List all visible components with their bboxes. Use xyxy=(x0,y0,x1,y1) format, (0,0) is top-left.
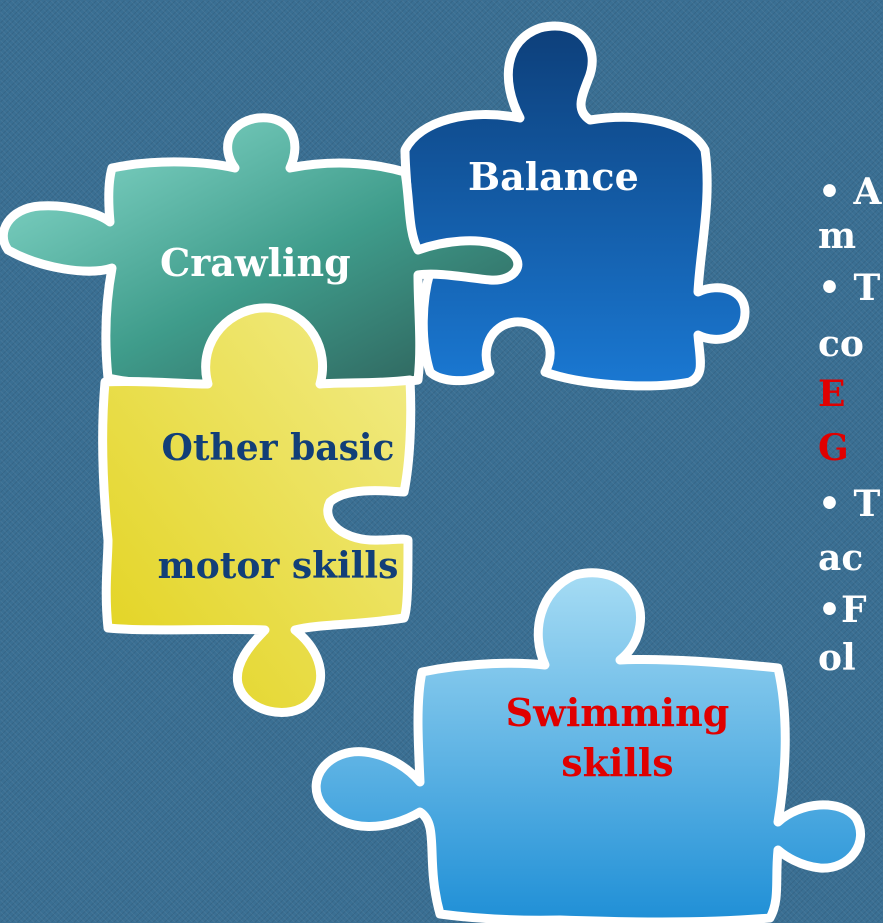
bullet-line-6: G xyxy=(818,427,849,469)
motor-skills-piece xyxy=(98,303,416,717)
swimming-line1: Swimming xyxy=(505,690,730,735)
bullet-line-2: m xyxy=(818,215,857,257)
crawling-piece xyxy=(0,113,523,392)
bullet-line-5: E xyxy=(818,373,846,415)
balance-text: Balance xyxy=(468,154,639,199)
motor-skills-line2: motor skills xyxy=(157,545,399,587)
crawling-label: Crawling xyxy=(160,244,351,282)
swimming-line2: skills xyxy=(561,740,674,785)
bullet-line-9: •F xyxy=(818,589,867,631)
bullet-list: • A m • T co E G • T ac •F ol xyxy=(818,171,883,680)
swimming-piece xyxy=(311,568,866,923)
bullet-line-10: ol xyxy=(818,637,856,679)
bullet-line-3: • T xyxy=(818,267,881,309)
bullet-line-4: co xyxy=(818,323,864,365)
balance-piece xyxy=(398,21,750,391)
crawling-text: Crawling xyxy=(160,240,351,285)
balance-label: Balance xyxy=(468,158,639,196)
swimming-label: Swimming skills xyxy=(495,694,740,782)
bullet-line-7: • T xyxy=(818,483,881,525)
motor-skills-line1: Other basic xyxy=(161,427,395,469)
bullet-line-8: ac xyxy=(818,537,864,579)
bullet-line-1: • A xyxy=(818,171,882,213)
motor-skills-label: Other basic motor skills xyxy=(138,430,418,584)
